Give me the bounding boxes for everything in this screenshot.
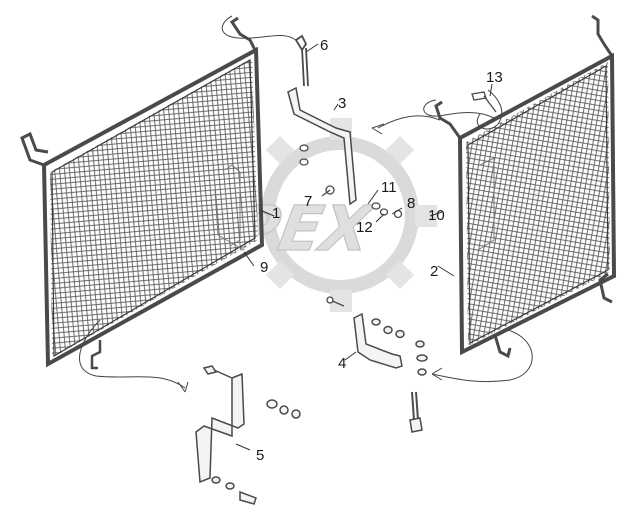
callout-4: 4: [338, 355, 346, 372]
watermark-gear: [261, 136, 419, 294]
part-13-clip: [471, 91, 497, 113]
detail-curves: [79, 15, 533, 393]
callout-9: 9: [260, 259, 268, 276]
leader-lines: [235, 43, 493, 451]
callout-2: 2: [430, 263, 438, 280]
callout-3: 3: [338, 95, 346, 112]
callout-6: 6: [320, 37, 328, 54]
part-4-bracket: [353, 312, 428, 433]
callouts: 1 2 3 4 5 6 7 8 9 10 11 12 13: [256, 37, 503, 464]
callout-11: 11: [381, 179, 397, 196]
left-mesh-panel: [20, 16, 265, 370]
callout-1: 1: [272, 205, 280, 222]
left-panel-detail-lines: [214, 164, 245, 251]
callout-13: 13: [486, 69, 503, 86]
right-mesh-panel: [434, 14, 617, 359]
part-5-bracket: [195, 365, 301, 505]
part-3-bracket: [287, 86, 357, 206]
callout-5: 5: [256, 447, 264, 464]
callout-8: 8: [407, 195, 415, 212]
callout-10: 10: [428, 207, 445, 224]
callout-12: 12: [356, 219, 373, 236]
callout-7: 7: [304, 193, 312, 210]
part-6-eye-bolt: [294, 34, 309, 87]
